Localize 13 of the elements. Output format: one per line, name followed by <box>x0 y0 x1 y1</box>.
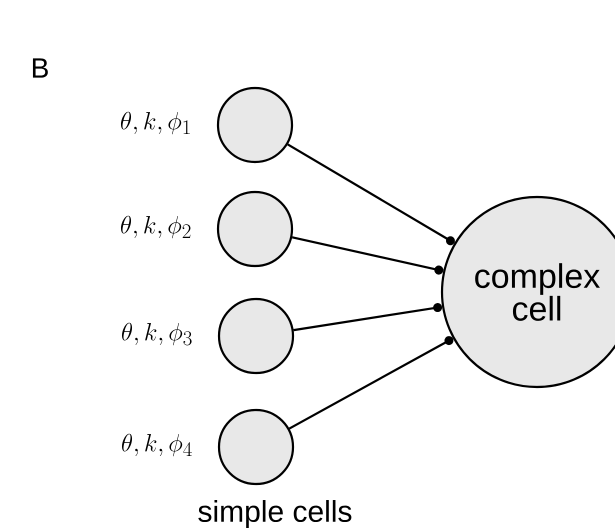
cell-circle <box>218 298 294 374</box>
parameter-label: $\theta, k, \phi_1$ <box>121 112 190 134</box>
connection-line <box>287 143 455 246</box>
cell-circle <box>216 190 294 268</box>
connection-line <box>293 303 442 332</box>
parameter-label: $\theta, k, \phi_4$ <box>122 434 192 456</box>
parameter-label: $\theta, k, \phi_3$ <box>122 322 192 346</box>
cell-circle <box>216 86 294 164</box>
panel-letter: B <box>32 58 48 78</box>
connection-line <box>288 336 454 430</box>
cell-circle <box>218 408 294 486</box>
parameter-label: $\theta, k, \phi_2$ <box>121 216 190 238</box>
connection-line <box>292 236 444 275</box>
